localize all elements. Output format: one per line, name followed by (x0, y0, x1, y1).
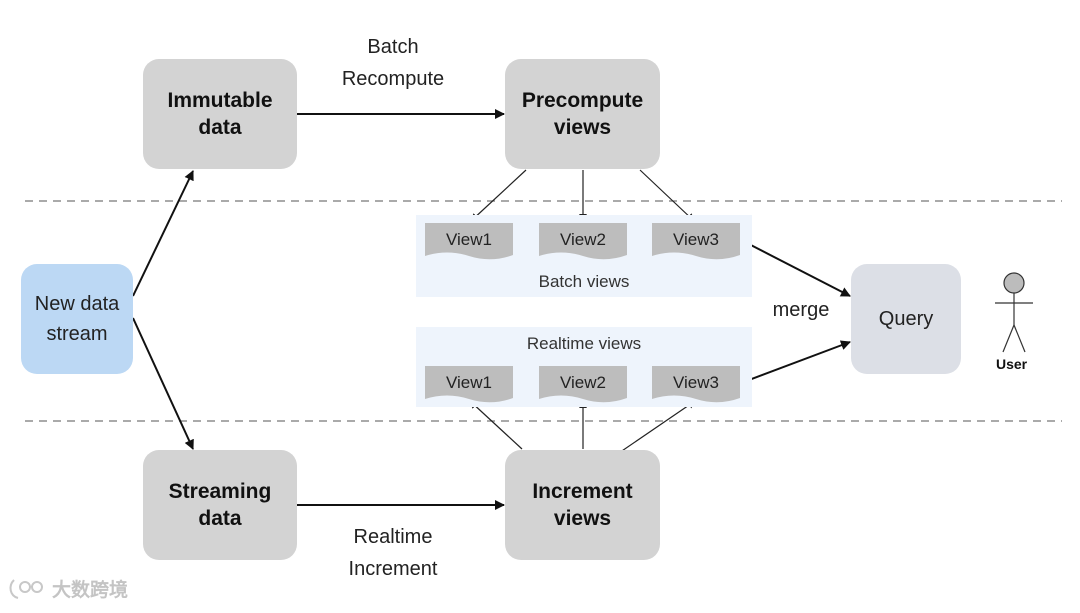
realtime-view-card-1: View1 (425, 366, 513, 406)
edge-label-merge: merge (772, 299, 830, 321)
node-new-data-stream: New data stream (21, 264, 133, 374)
node-immutable-data-label: Immutable data (167, 89, 273, 139)
watermark: 大数跨境 (8, 575, 128, 602)
realtime-views-label: Realtime views (526, 334, 642, 353)
arrow-increment-to-realtime-view3 (615, 400, 696, 456)
node-increment-views-label: Increment views (532, 480, 633, 530)
batch-view-label-3: View3 (673, 230, 719, 249)
node-precompute-views-label: Precompute views (521, 89, 644, 139)
realtime-view-card-2: View2 (539, 366, 627, 406)
arrow-batch-to-query (740, 239, 851, 297)
realtime-view-label-3: View3 (673, 373, 719, 392)
user-label: User (996, 356, 1028, 372)
batch-view-label-2: View2 (560, 230, 606, 249)
node-increment-views: Increment views (505, 450, 660, 560)
arrow-precompute-to-batch-view3 (639, 169, 695, 222)
realtime-view-label-2: View2 (560, 373, 606, 392)
node-streaming-data: Streaming data (143, 450, 297, 560)
watermark-text: 大数跨境 (52, 580, 129, 601)
node-immutable-data: Immutable data (143, 59, 297, 169)
realtime-view-label-1: View1 (446, 373, 492, 392)
arrow-stream-to-streaming (132, 317, 194, 450)
arrow-precompute-to-batch-view1 (470, 169, 527, 222)
arrow-stream-to-immutable (132, 170, 194, 297)
node-streaming-data-label: Streaming data (168, 480, 272, 530)
batch-view-card-3: View3 (652, 223, 740, 263)
node-query: Query (851, 264, 961, 374)
watermark-logo-icon (9, 578, 43, 599)
node-query-label: Query (878, 307, 934, 330)
batch-view-card-2: View2 (539, 223, 627, 263)
realtime-view-card-3: View3 (652, 366, 740, 406)
arrow-increment-to-realtime-view1 (469, 400, 523, 450)
batch-view-card-1: View1 (425, 223, 513, 263)
batch-views-label: Batch views (538, 272, 630, 291)
node-precompute-views: Precompute views (505, 59, 660, 169)
edge-label-batch-recompute: Batch Recompute (341, 36, 445, 90)
arrow-realtime-to-query (740, 340, 851, 384)
batch-view-label-1: View1 (446, 230, 492, 249)
node-new-data-stream-label: New data stream (34, 293, 120, 345)
edge-label-realtime-increment: Realtime Increment (348, 526, 438, 580)
user-icon (995, 272, 1033, 353)
